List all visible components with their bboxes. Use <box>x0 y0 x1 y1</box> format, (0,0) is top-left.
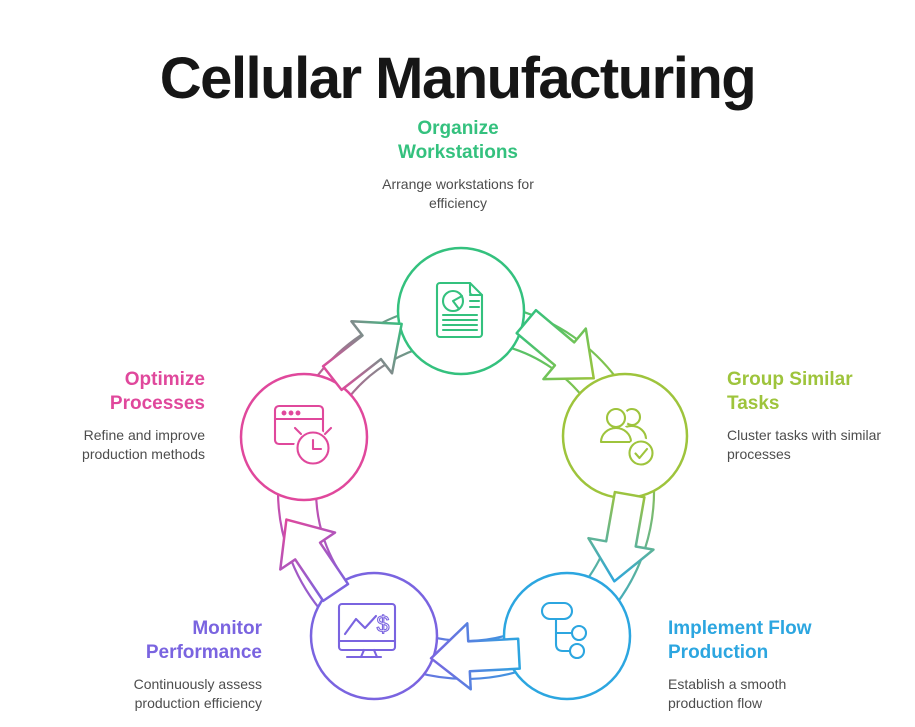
step-text-implement-flow-production: Implement Flow Production Establish a sm… <box>668 617 868 713</box>
flow-arrow-implement-to-monitor <box>429 622 521 691</box>
step-label: Monitor Performance <box>145 618 262 663</box>
page-title: Cellular Manufacturing <box>159 45 757 111</box>
step-text-organize-workstations: Organize Workstations Arrange workstatio… <box>318 117 598 213</box>
flow-arrow-monitor-to-optimize <box>279 518 350 603</box>
step-label: Organize Workstations <box>397 118 518 163</box>
step-description: Cluster tasks with similar processes <box>727 427 882 462</box>
browser-clock-icon <box>273 404 333 467</box>
step-description: Continuously assess production efficienc… <box>133 676 262 711</box>
step-node-implement-flow-production <box>502 571 632 701</box>
step-description: Arrange workstations for efficiency <box>382 176 534 211</box>
step-description: Refine and improve production methods <box>82 427 205 462</box>
flowchart-icon <box>540 601 588 660</box>
step-node-group-similar-tasks <box>561 372 689 500</box>
step-text-monitor-performance: Monitor Performance Continuously assess … <box>42 617 262 713</box>
step-description: Establish a smooth production flow <box>668 676 787 711</box>
svg-text:$: $ <box>377 611 390 637</box>
monitor-chart-dollar-icon: $ <box>337 602 397 659</box>
report-document-icon <box>435 281 484 339</box>
step-label: Group Similar Tasks <box>727 369 853 414</box>
step-label: Implement Flow Production <box>668 618 812 663</box>
flow-arrow-group-to-implement <box>587 490 655 583</box>
flow-arrows <box>279 308 655 691</box>
flow-arrow-organize-to-group <box>515 308 595 381</box>
team-check-icon <box>597 405 656 468</box>
step-text-optimize-processes: Optimize Processes Refine and improve pr… <box>5 368 205 464</box>
step-text-group-similar-tasks: Group Similar Tasks Cluster tasks with s… <box>727 368 913 464</box>
step-node-optimize-processes <box>239 372 369 502</box>
step-node-organize-workstations <box>396 246 526 376</box>
step-label: Optimize Processes <box>109 369 205 414</box>
flow-arrow-optimize-to-organize <box>321 320 403 392</box>
step-node-monitor-performance: $ <box>309 571 439 701</box>
